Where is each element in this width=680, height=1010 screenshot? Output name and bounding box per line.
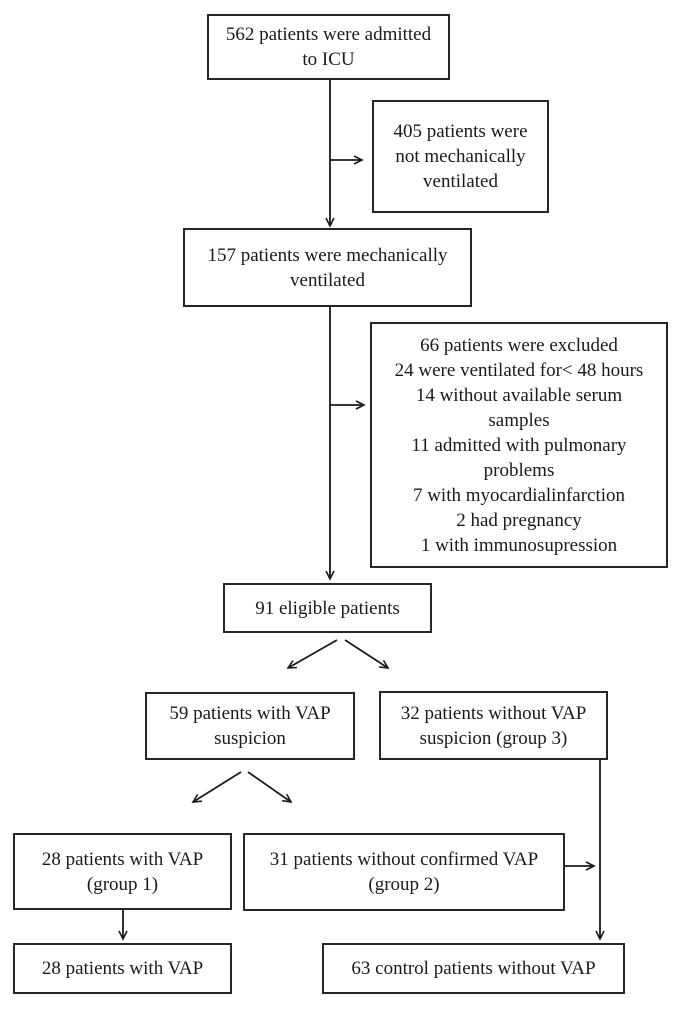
node-vap-group1: 28 patients with VAP (group 1): [13, 833, 232, 910]
node-admitted-to-icu: 562 patients were admitted to ICU: [207, 14, 450, 80]
node-control-patients-without-vap: 63 control patients without VAP: [322, 943, 625, 994]
node-eligible-patients: 91 eligible patients: [223, 583, 432, 633]
arrow-suspicion-to-group2: [247, 771, 293, 804]
node-mechanically-ventilated: 157 patients were mechanically ventilate…: [183, 228, 472, 307]
arrow-eligible-to-suspicion: [286, 639, 338, 669]
arrow-eligible-to-nosuspicion: [344, 639, 390, 669]
node-no-vap-suspicion-group3: 32 patients without VAP suspicion (group…: [379, 691, 608, 760]
node-excluded-patients: 66 patients were excluded 24 were ventil…: [370, 322, 668, 568]
node-vap-suspicion: 59 patients with VAP suspicion: [145, 692, 355, 760]
node-not-mechanically-ventilated: 405 patients were not mechanically venti…: [372, 100, 549, 213]
node-patients-with-vap: 28 patients with VAP: [13, 943, 232, 994]
node-no-confirmed-vap-group2: 31 patients without confirmed VAP (group…: [243, 833, 565, 911]
arrow-suspicion-to-group1: [191, 771, 242, 803]
